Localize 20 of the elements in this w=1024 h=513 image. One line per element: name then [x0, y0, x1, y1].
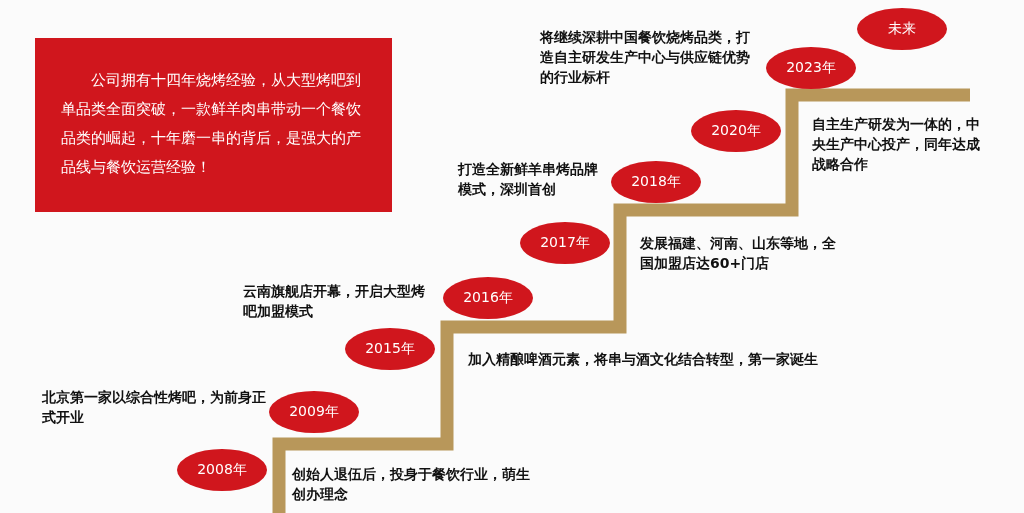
milestone-text: 打造全新鲜羊串烤品牌模式，深圳首创 [458, 160, 599, 199]
milestone-text: 创始人退伍后，投身于餐饮行业，萌生创办理念 [292, 465, 531, 504]
year-label: 2016年 [463, 289, 513, 307]
year-oval [520, 222, 610, 264]
milestone-text: 加入精酿啤酒元素，将串与酒文化结合转型，第一家诞生 [468, 350, 819, 369]
milestone-text: 北京第一家以综合性烤吧，为前身正式开业 [42, 388, 267, 427]
milestone-text: 云南旗舰店开幕，开启大型烤吧加盟模式 [243, 282, 426, 321]
year-label: 未来 [888, 20, 916, 38]
milestone-text: 自主生产研发为一体的，中央生产中心投产，同年达成战略合作 [812, 115, 981, 174]
year-label: 2015年 [365, 340, 415, 358]
year-label: 2017年 [540, 234, 590, 252]
milestone-text: 将继续深耕中国餐饮烧烤品类，打造自主研发生产中心与供应链优势的行业标杆 [540, 28, 750, 87]
intro-panel [35, 38, 392, 212]
milestone-text: 发展福建、河南、山东等地，全国加盟店达60+门店 [640, 234, 837, 273]
year-label: 2009年 [289, 403, 339, 421]
year-label: 2023年 [786, 59, 836, 77]
year-label: 2018年 [631, 173, 681, 191]
year-label: 2008年 [197, 461, 247, 479]
intro-paragraph: 公司拥有十四年烧烤经验，从大型烤吧到单品类全面突破，一款鲜羊肉串带动一个餐饮品类的崛起，十年磨一串的背后，是强大的产品线与餐饮运营经验！ [61, 70, 362, 178]
year-label: 2020年 [711, 122, 761, 140]
